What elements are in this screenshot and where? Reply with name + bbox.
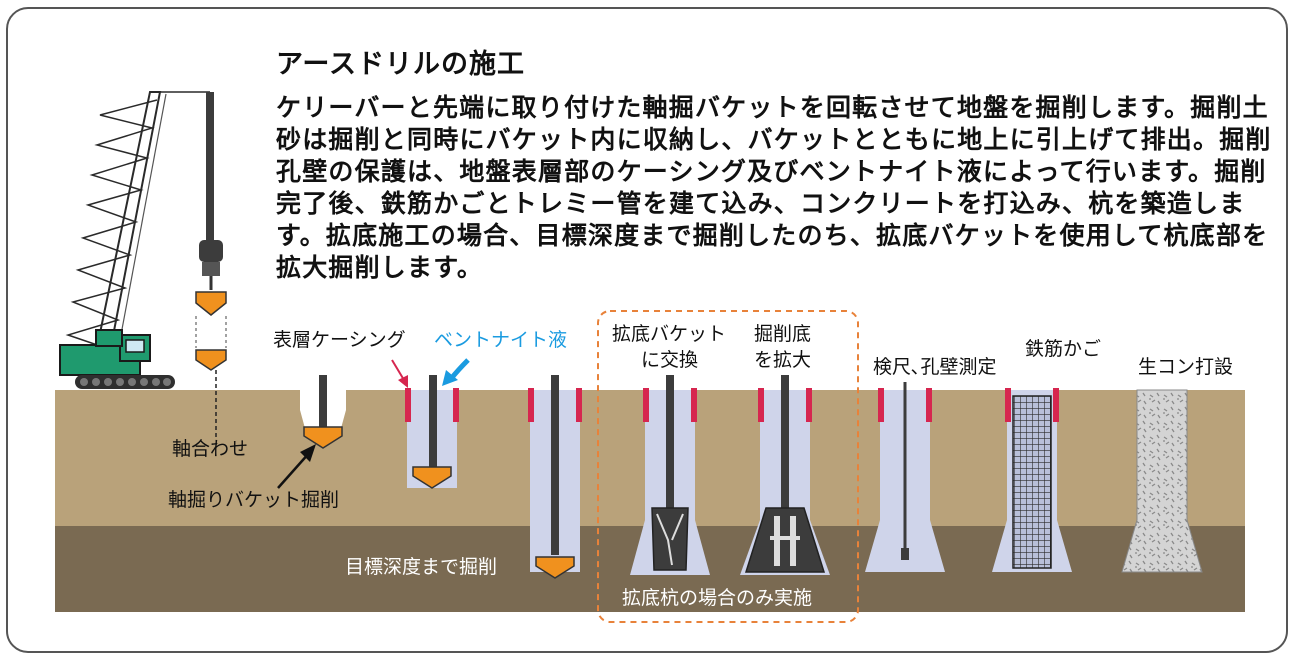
label-enlarge-2: を拡大 bbox=[754, 349, 811, 371]
label-enlarged-only: 拡底杭の場合のみ実施 bbox=[622, 587, 812, 609]
label-swap-bucket-1: 拡底バケット bbox=[612, 323, 726, 345]
step-target-depth bbox=[528, 375, 582, 579]
label-concrete: 生コン打設 bbox=[1138, 356, 1233, 378]
arrow-bentonite bbox=[442, 358, 470, 386]
crane-machine bbox=[59, 91, 227, 438]
label-inspection: 検尺､孔壁測定 bbox=[873, 356, 997, 378]
enlarged-steps-box bbox=[597, 310, 859, 623]
label-shaft-bucket-excavation: 軸掘りバケット掘削 bbox=[168, 489, 339, 511]
label-surface-casing: 表層ケーシング bbox=[273, 329, 406, 351]
step-surface-casing bbox=[300, 375, 346, 449]
step-concrete bbox=[1121, 389, 1203, 573]
description-text: ケリーバーと先端に取り付けた軸掘バケットを回転させて地盤を掘削します。掘削土砂は… bbox=[276, 93, 1272, 282]
arrow-casing bbox=[391, 359, 408, 388]
page-title: アースドリルの施工 bbox=[276, 49, 526, 80]
label-rebar-cage: 鉄筋かご bbox=[1025, 338, 1101, 360]
step-inspection bbox=[865, 382, 945, 572]
label-swap-bucket-2: に交換 bbox=[641, 349, 698, 371]
step-enlarge-bottom bbox=[740, 375, 830, 575]
label-bentonite: ベントナイト液 bbox=[434, 329, 567, 351]
label-target-depth: 目標深度まで掘削 bbox=[345, 556, 497, 578]
arrow-shaft-bucket bbox=[277, 444, 316, 489]
step-bentonite bbox=[405, 375, 459, 489]
label-enlarge-1: 掘削底 bbox=[754, 323, 811, 345]
label-axis-align: 軸合わせ bbox=[172, 438, 248, 460]
step-swap-bucket bbox=[630, 375, 710, 575]
step-rebar-cage bbox=[992, 388, 1072, 572]
